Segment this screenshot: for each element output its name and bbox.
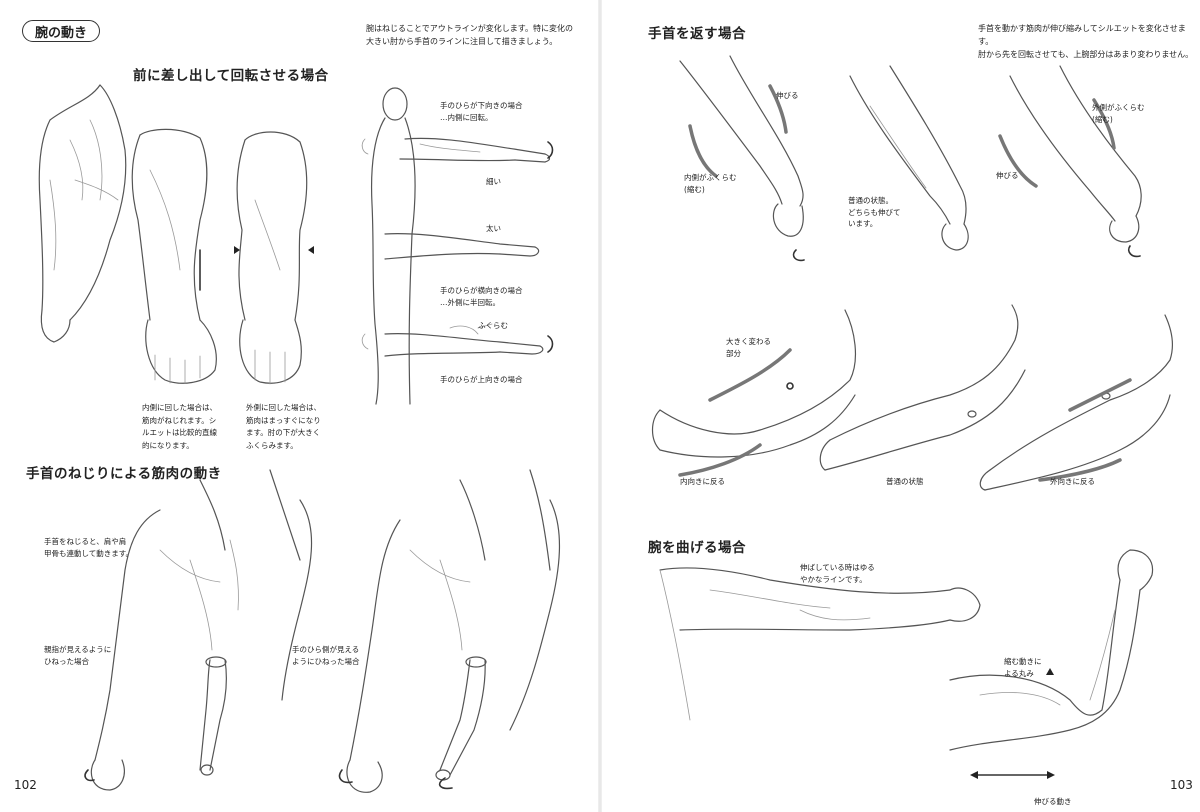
forearm-bend-sketches <box>651 304 1174 491</box>
section-badge: 腕の動き <box>22 20 100 42</box>
forearm-sketch-normal <box>849 65 969 251</box>
note-thick: 太い <box>486 224 501 233</box>
right-page: 手首を返す場合 手首を動かす筋肉が伸び縮みしてシルエットを変化させます。 肘から… <box>600 0 1200 812</box>
note-stretch-2: 伸びる <box>996 171 1019 180</box>
note-palm-side: 手のひらが横向きの場合 …外側に半回転。 <box>440 286 523 307</box>
arm-sketch-extended <box>659 567 981 721</box>
heading-wrist-twist: 手首のねじりによる筋肉の動き <box>26 466 222 482</box>
back-sketch-palm-twist <box>338 469 561 793</box>
arm-sketch-outward <box>234 131 314 385</box>
left-intro-text: 腕はねじることでアウトラインが変化します。特に変化の 大きい肘から手首のラインに… <box>366 24 573 46</box>
caption-inward-rotation: 内側に回した場合は、 筋肉がねじれます。シ ルエットは比較的直線 的になります。 <box>142 403 217 450</box>
page-number-left: 102 <box>14 778 37 792</box>
note-bulge: ふくらむ <box>478 321 508 330</box>
forearm-bend-normal <box>819 304 1026 471</box>
note-palm-down: 手のひらが下向きの場合 …内側に回転。 <box>440 101 523 122</box>
arm-sketch-inward <box>131 128 217 384</box>
arm-front-sketches <box>38 84 314 385</box>
back-sketch-thumb-twist <box>84 469 313 791</box>
forearm-bend-outward <box>979 314 1174 491</box>
back-twist-sketches <box>84 469 561 793</box>
note-contract-roundness: 縮む動きに よる丸み <box>1004 657 1042 678</box>
arm-sketch-relaxed <box>38 84 127 343</box>
page-fold <box>598 0 602 812</box>
note-palm-visible-twist: 手のひら側が見える ようにひねった場合 <box>292 645 360 666</box>
label-bend-normal: 普通の状態 <box>886 477 924 486</box>
forearm-bend-inward <box>651 309 856 477</box>
note-stretch-1: 伸びる <box>776 91 799 100</box>
note-big-change-area: 大きく変わる 部分 <box>726 337 771 358</box>
heading-rotation: 前に差し出して回転させる場合 <box>133 68 329 84</box>
note-inner-bulge: 内側がふくらむ (縮む) <box>684 173 737 194</box>
caption-outward-rotation: 外側に回した場合は、 筋肉はまっすぐになり ます。肘の下が大きく ふくらみます。 <box>246 403 321 450</box>
note-thumb-twist: 親指が見えるように ひねった場合 <box>44 645 112 666</box>
label-stretch-motion: 伸びる動き <box>1034 797 1072 806</box>
note-palm-up: 手のひらが上向きの場合 <box>440 375 523 384</box>
arm-bend-sketches <box>659 549 1154 779</box>
left-page: 腕の動き 腕はねじることでアウトラインが変化します。特に変化の 大きい肘から手首… <box>14 20 573 793</box>
note-normal-state: 普通の状態。 どちらも伸びて います。 <box>848 196 901 228</box>
forearm-sketch-inner-bulge <box>679 55 805 262</box>
arm-sketch-flexed <box>949 549 1154 779</box>
note-extended-line: 伸ばしている時はゆる やかなラインです。 <box>800 563 875 584</box>
torso-extended-arms-sketch <box>361 87 554 405</box>
heading-arm-bend: 腕を曲げる場合 <box>648 540 746 556</box>
label-bend-inward: 内向きに反る <box>680 477 725 486</box>
label-bend-outward: 外向きに反る <box>1050 477 1095 486</box>
wrist-flip-sketches <box>679 55 1142 262</box>
forearm-sketch-outer-bulge <box>998 65 1142 258</box>
right-intro-text: 手首を動かす筋肉が伸び縮みしてシルエットを変化させます。 肘から先を回転させても… <box>978 24 1194 59</box>
page-number-right: 103 <box>1170 778 1193 792</box>
heading-wrist-flip: 手首を返す場合 <box>648 26 746 42</box>
note-shoulder-linked: 手首をねじると、肩や肩 甲骨も連動して動きます。 <box>44 537 134 558</box>
note-thin: 細い <box>486 177 501 186</box>
note-outer-bulge: 外側がふくらむ (縮む) <box>1092 103 1145 124</box>
section-badge-label: 腕の動き <box>34 25 87 41</box>
